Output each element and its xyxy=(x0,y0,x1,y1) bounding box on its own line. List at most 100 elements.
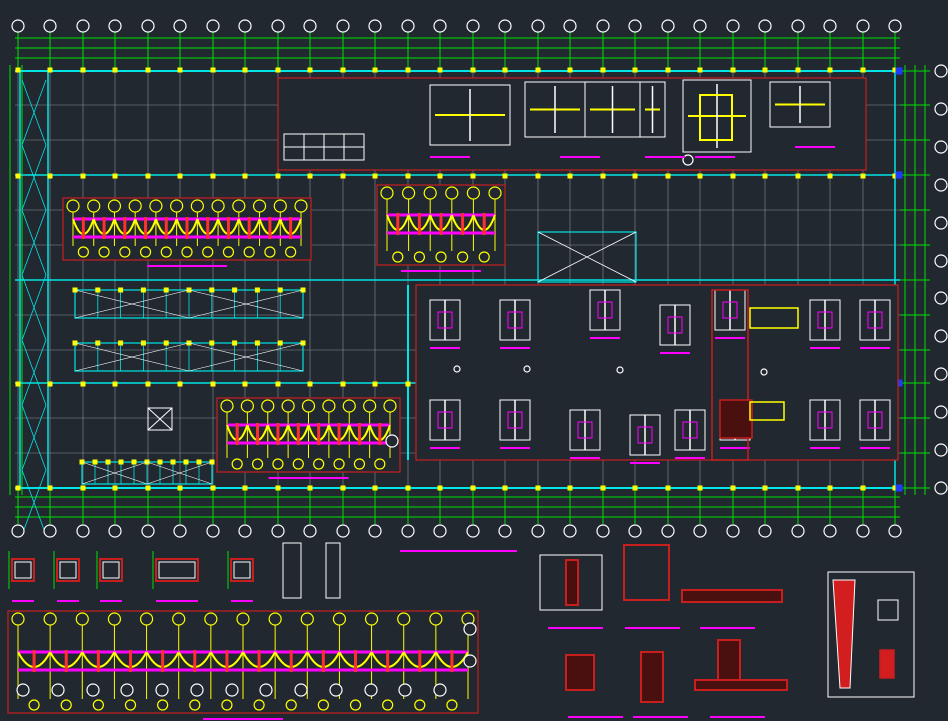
column-core xyxy=(158,561,196,579)
axis-bubble-right xyxy=(934,140,948,154)
axis-bubble-bottom-truss xyxy=(398,683,412,697)
axis-bubble-right xyxy=(934,367,948,381)
node-marker xyxy=(502,173,508,179)
bolt-plate xyxy=(437,411,453,429)
column-section xyxy=(56,558,80,582)
node-marker xyxy=(145,485,151,491)
axis-bubble-top xyxy=(433,19,447,33)
axis-bubble-bottom xyxy=(43,524,57,538)
hatched-footing xyxy=(719,399,753,439)
steel-joint-detail xyxy=(682,79,752,153)
axis-bubble-right xyxy=(934,102,948,116)
bolt-plate xyxy=(817,411,833,429)
node-marker xyxy=(112,67,118,73)
axis-bubble-bottom xyxy=(563,524,577,538)
node-marker xyxy=(80,173,86,179)
pile-section xyxy=(879,649,895,679)
axis-bubble-bottom-truss xyxy=(294,683,308,697)
blue-marker xyxy=(895,67,903,75)
axis-bubble-bottom xyxy=(596,524,610,538)
axis-bubble-bottom xyxy=(531,524,545,538)
bracing xyxy=(21,339,47,406)
wall-section xyxy=(325,542,341,599)
node-marker xyxy=(697,485,703,491)
column-hatch xyxy=(565,559,579,606)
axis-bubble-top xyxy=(141,19,155,33)
axis-bubble-bottom xyxy=(888,524,902,538)
axis-bubble-side xyxy=(463,654,477,668)
node-marker xyxy=(405,485,411,491)
beam-flange xyxy=(749,307,799,329)
slab-section xyxy=(681,589,783,603)
node-marker xyxy=(15,67,21,73)
bracing xyxy=(21,79,47,146)
axis-bubble-top xyxy=(76,19,90,33)
node-marker xyxy=(112,381,118,387)
axis-bubble-bottom xyxy=(856,524,870,538)
steel-joint-detail xyxy=(429,84,511,146)
column-core xyxy=(14,561,32,579)
node-marker xyxy=(307,485,313,491)
axis-bubble-bottom xyxy=(108,524,122,538)
node-marker xyxy=(47,67,53,73)
bolt-plate xyxy=(637,426,653,444)
truss-detail-1 xyxy=(62,197,312,267)
cap-section xyxy=(877,599,899,621)
bracing xyxy=(21,469,47,536)
axis-bubble-right xyxy=(934,481,948,495)
axis-bubble-bottom xyxy=(661,524,675,538)
node-marker xyxy=(242,485,248,491)
bolt-plate xyxy=(817,311,833,329)
node-marker xyxy=(372,381,378,387)
axis-bubble-bottom-truss xyxy=(433,683,447,697)
axis-bubble-bottom xyxy=(726,524,740,538)
bolt-plate xyxy=(722,301,738,319)
bolt-plate xyxy=(577,421,593,439)
node-marker xyxy=(340,485,346,491)
axis-bubble-top xyxy=(466,19,480,33)
detail-bubble xyxy=(682,154,694,166)
axis-bubble-bottom-truss xyxy=(225,683,239,697)
axis-bubble-right xyxy=(934,254,948,268)
column-section xyxy=(155,558,199,582)
axis-bubble-right xyxy=(934,291,948,305)
node-marker xyxy=(567,67,573,73)
wall-section xyxy=(282,542,302,599)
detail-blocks-layer xyxy=(7,67,915,720)
node-marker xyxy=(145,381,151,387)
node-marker xyxy=(307,67,313,73)
node-marker xyxy=(762,67,768,73)
column-detail-2 xyxy=(640,651,664,703)
embedded-plate xyxy=(699,94,733,141)
detail-bubble xyxy=(760,368,768,376)
axis-bubble-bottom-truss xyxy=(120,683,134,697)
node-marker xyxy=(697,67,703,73)
node-marker xyxy=(405,67,411,73)
column-detail-3 xyxy=(717,639,741,683)
node-marker xyxy=(15,173,21,179)
axis-bubble-top xyxy=(823,19,837,33)
axis-bubble-right xyxy=(934,443,948,457)
axis-bubble-bottom xyxy=(791,524,805,538)
node-marker xyxy=(762,173,768,179)
detail-bubble xyxy=(453,365,461,373)
section-cross xyxy=(147,407,173,431)
steel-joint-detail xyxy=(639,81,666,138)
node-marker xyxy=(307,381,313,387)
node-marker xyxy=(47,173,53,179)
node-marker xyxy=(210,173,216,179)
node-marker xyxy=(340,173,346,179)
node-marker xyxy=(275,173,281,179)
beam-column-joint xyxy=(539,554,603,611)
node-marker xyxy=(80,381,86,387)
node-marker xyxy=(860,173,866,179)
node-marker xyxy=(535,173,541,179)
corner-detail xyxy=(565,654,595,691)
bolt-plate xyxy=(667,316,683,334)
node-marker xyxy=(112,173,118,179)
footing-strip xyxy=(694,679,788,691)
axis-bubble-bottom-truss xyxy=(364,683,378,697)
node-marker xyxy=(112,485,118,491)
axis-bubble-top xyxy=(628,19,642,33)
